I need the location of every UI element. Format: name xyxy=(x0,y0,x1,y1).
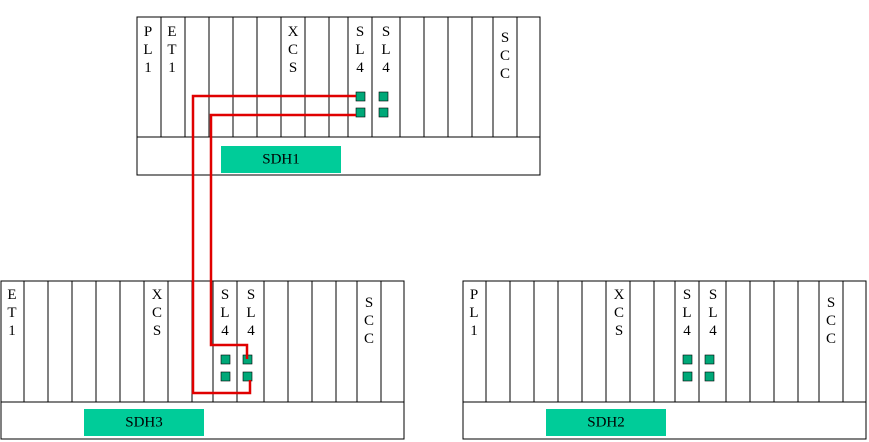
svg-text:S: S xyxy=(827,295,835,311)
sdh2-port[interactable] xyxy=(704,371,715,382)
svg-text:1: 1 xyxy=(470,323,478,339)
svg-text:S: S xyxy=(365,295,373,311)
svg-text:E: E xyxy=(7,287,16,303)
sdh2-node[interactable]: P L 1 X C S S L 4 S L 4 S C C xyxy=(462,280,867,440)
svg-text:C: C xyxy=(364,313,374,329)
svg-text:S: S xyxy=(153,323,161,339)
svg-text:T: T xyxy=(7,305,16,321)
sdh2-port[interactable] xyxy=(704,354,715,365)
sdh2-slot-dividers xyxy=(485,281,844,402)
sdh2-rack xyxy=(462,280,867,403)
sdh3-port[interactable] xyxy=(220,354,231,365)
svg-text:C: C xyxy=(364,331,374,347)
sdh3-slot-et1: E T 1 xyxy=(7,287,16,339)
svg-text:4: 4 xyxy=(382,60,390,76)
sdh3-node[interactable]: E T 1 X C S S L 4 S L 4 S C C xyxy=(0,280,405,440)
sdh1-slot-sl4-b: S L 4 xyxy=(381,24,390,76)
svg-text:S: S xyxy=(382,24,390,40)
sdh3-slot-dividers xyxy=(23,281,382,402)
svg-text:S: S xyxy=(709,287,717,303)
svg-text:X: X xyxy=(288,24,299,40)
sdh1-name-badge xyxy=(221,146,341,173)
sdh1-port[interactable] xyxy=(378,91,389,102)
sdh3-name-badge xyxy=(84,409,204,436)
svg-text:C: C xyxy=(826,313,836,329)
sdh2-name: SDH2 xyxy=(587,414,625,430)
sdh3-slot-sl4-a: S L 4 xyxy=(220,287,229,339)
fiber-link-outer xyxy=(191,94,356,395)
sdh2-slot-sl4-a: S L 4 xyxy=(682,287,691,339)
sdh2-slot-pl1: P L 1 xyxy=(469,287,478,339)
svg-text:4: 4 xyxy=(683,323,691,339)
sdh1-slot-dividers xyxy=(160,17,518,137)
sdh3-port[interactable] xyxy=(242,371,253,382)
sdh2-port[interactable] xyxy=(682,354,693,365)
sdh3-slot-xcs: X C S xyxy=(152,287,163,339)
svg-text:C: C xyxy=(614,305,624,321)
sdh3-name: SDH3 xyxy=(125,414,163,430)
svg-text:S: S xyxy=(247,287,255,303)
sdh1-port[interactable] xyxy=(378,107,389,118)
svg-text:L: L xyxy=(220,305,229,321)
sdh3-slot-scc: S C C xyxy=(364,295,374,347)
sdh1-port[interactable] xyxy=(355,107,366,118)
svg-text:X: X xyxy=(152,287,163,303)
svg-text:1: 1 xyxy=(8,323,16,339)
sdh2-name-badge xyxy=(546,409,666,436)
sdh1-node[interactable]: P L 1 E T 1 X C S S L 4 S L 4 S C C xyxy=(136,16,541,176)
svg-text:L: L xyxy=(143,42,152,58)
svg-text:4: 4 xyxy=(221,323,229,339)
svg-text:S: S xyxy=(683,287,691,303)
sdh1-rack xyxy=(136,16,541,138)
sdh3-slot-sl4-b: S L 4 xyxy=(246,287,255,339)
svg-text:L: L xyxy=(246,305,255,321)
sdh1-slot-scc: S C C xyxy=(500,30,510,82)
fiber-links xyxy=(191,94,356,395)
sdh1-slot-pl1: P L 1 xyxy=(143,24,152,76)
sdh1-ports[interactable] xyxy=(355,91,389,118)
svg-text:C: C xyxy=(500,66,510,82)
sdh3-port[interactable] xyxy=(220,371,231,382)
svg-text:L: L xyxy=(469,305,478,321)
svg-text:S: S xyxy=(289,60,297,76)
svg-text:P: P xyxy=(470,287,478,303)
sdh1-slot-sl4-a: S L 4 xyxy=(355,24,364,76)
svg-text:C: C xyxy=(826,331,836,347)
svg-text:S: S xyxy=(356,24,364,40)
svg-text:L: L xyxy=(355,42,364,58)
svg-text:X: X xyxy=(614,287,625,303)
svg-text:1: 1 xyxy=(144,60,152,76)
svg-text:S: S xyxy=(501,30,509,46)
sdh2-slot-scc: S C C xyxy=(826,295,836,347)
svg-text:C: C xyxy=(288,42,298,58)
sdh2-slot-xcs: X C S xyxy=(614,287,625,339)
sdh1-slot-et1: E T 1 xyxy=(167,24,176,76)
svg-text:1: 1 xyxy=(168,60,176,76)
svg-text:S: S xyxy=(221,287,229,303)
svg-text:L: L xyxy=(682,305,691,321)
sdh2-port[interactable] xyxy=(682,371,693,382)
sdh2-slot-sl4-b: S L 4 xyxy=(708,287,717,339)
sdh1-port[interactable] xyxy=(355,91,366,102)
svg-text:4: 4 xyxy=(709,323,717,339)
fiber-link-inner xyxy=(209,113,356,359)
svg-text:E: E xyxy=(167,24,176,40)
sdh3-ports[interactable] xyxy=(220,354,253,382)
svg-text:C: C xyxy=(152,305,162,321)
svg-text:L: L xyxy=(708,305,717,321)
svg-text:L: L xyxy=(381,42,390,58)
svg-text:P: P xyxy=(144,24,152,40)
svg-text:4: 4 xyxy=(356,60,364,76)
sdh1-slot-xcs: X C S xyxy=(288,24,299,76)
svg-text:T: T xyxy=(167,42,176,58)
sdh3-rack xyxy=(0,280,405,403)
sdh2-ports[interactable] xyxy=(682,354,715,382)
svg-text:C: C xyxy=(500,48,510,64)
sdh1-name: SDH1 xyxy=(262,151,300,167)
svg-text:4: 4 xyxy=(247,323,255,339)
svg-text:S: S xyxy=(615,323,623,339)
